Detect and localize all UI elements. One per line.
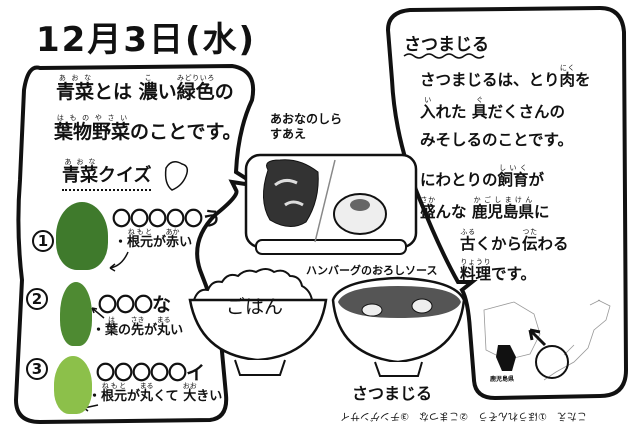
desc-line: 料理りょうりです。 <box>460 258 536 283</box>
rice-label: ごはん <box>226 296 284 318</box>
aona-line-2: 葉物野菜はものやさいのことです。 <box>54 114 242 143</box>
desc-line: 盛さかんな 鹿児島県かごしまけんに <box>420 196 550 221</box>
quiz-number-2: 2 <box>26 288 48 310</box>
quiz-number-3: 3 <box>26 358 48 380</box>
quiz-number-1: 1 <box>32 230 54 252</box>
quiz-answer: こたえ ①ほうれんそう ②こまつな ③チンゲンサイ <box>340 410 587 421</box>
kagoshima-map-label: 鹿児島県 <box>490 376 515 383</box>
main-dish-label: ハンバーグのおろしソース <box>306 264 438 277</box>
quiz-title: 青菜あおなクイズ <box>62 158 152 191</box>
quiz-hint-2: ・葉はの先さきが丸まるい <box>92 316 184 338</box>
lettuce-icon <box>164 161 189 191</box>
kyushu-circle <box>535 345 569 379</box>
quiz-blank-2: 〇〇〇な <box>98 294 171 316</box>
arrow-icon <box>528 328 547 347</box>
desc-line: さつまじるは、とり肉にくを <box>420 64 591 89</box>
quiz-hint-3: ・根元ねもとが丸まるくて 大おおきい <box>88 382 223 404</box>
kagoshima-shape <box>496 345 516 371</box>
satsumajiru-description: さつまじるは、とり肉にくを 入いれた 具ぐだくさんの みそしるのことです。 にわ… <box>420 64 591 288</box>
spinach-image <box>56 202 108 270</box>
side-dish-label: あおなのしらすあえ <box>270 112 343 141</box>
desc-line: にわとりの飼育しいくが <box>420 164 545 189</box>
quiz-hint-1: ・根元ねもとが赤あかい <box>114 228 193 250</box>
rice-bowl <box>188 268 328 376</box>
desc-line: みそしるのことです。 <box>420 131 573 149</box>
bokchoy-image <box>54 356 92 414</box>
satsumajiru-speech-bubble <box>385 5 629 401</box>
arrow-icon <box>91 307 105 319</box>
satsumajiru-title: さつまじる <box>404 35 489 55</box>
komatsuna-image <box>60 282 92 346</box>
aona-line-1: 青菜あおなとは 濃こい緑色みどりいろの <box>56 74 234 103</box>
wavy-underline <box>403 53 485 59</box>
desc-line: 入いれた 具ぐだくさんの <box>420 96 565 121</box>
side-dish-tray <box>244 153 418 255</box>
quiz-blank-3: 〇〇〇〇〇イ <box>96 362 205 384</box>
desc-line: 古ふるくから伝つたわる <box>460 228 569 253</box>
date-title: 12月3日(水) <box>36 20 257 60</box>
arrow-icon <box>109 251 129 272</box>
soup-bowl <box>331 276 466 377</box>
quiz-blank-1: 〇〇〇〇〇う <box>112 208 221 230</box>
soup-label: さつまじる <box>352 384 433 403</box>
